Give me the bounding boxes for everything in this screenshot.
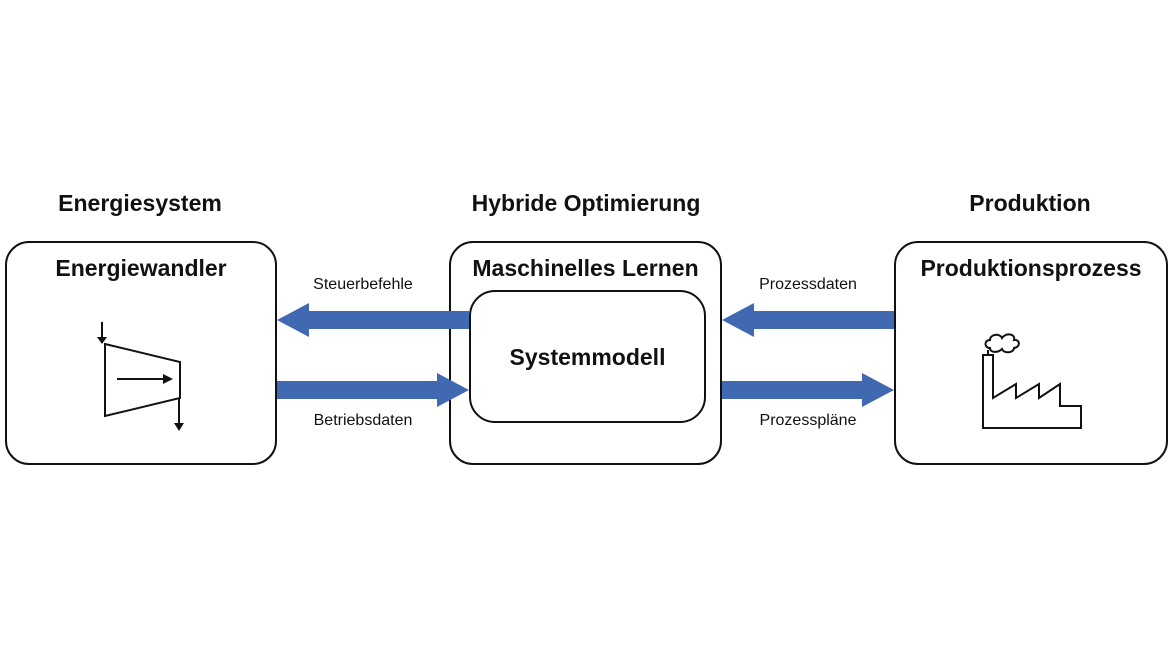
produktionsprozess-box: Produktionsprozess (894, 241, 1168, 465)
systemmodell-box: Systemmodell (469, 290, 706, 423)
flow-label-steuerbefehle: Steuerbefehle (313, 276, 413, 293)
flow-label-betriebsdaten: Betriebsdaten (313, 412, 413, 429)
section-title-hybride-optimierung: Hybride Optimierung (471, 190, 701, 216)
arrow-prozessplaene (722, 373, 894, 407)
energiewandler-box: Energiewandler (5, 241, 277, 465)
arrow-prozessdaten (722, 303, 894, 337)
flow-label-prozessplaene: Prozesspläne (759, 412, 857, 429)
maschinelles-lernen-title: Maschinelles Lernen (472, 255, 699, 281)
systemmodell-label: Systemmodell (509, 344, 666, 370)
section-title-produktion: Produktion (969, 190, 1091, 216)
arrow-betriebsdaten (277, 373, 469, 407)
flow-label-prozessdaten: Prozessdaten (759, 276, 857, 293)
factory-icon (982, 333, 1082, 429)
energiewandler-title: Energiewandler (55, 255, 227, 281)
arrow-steuerbefehle (277, 303, 469, 337)
section-title-energiesystem: Energiesystem (58, 190, 222, 216)
produktionsprozess-title: Produktionsprozess (920, 255, 1142, 281)
maschinelles-lernen-box: Maschinelles Lernen Systemmodell (449, 241, 722, 465)
turbine-icon (97, 322, 184, 431)
